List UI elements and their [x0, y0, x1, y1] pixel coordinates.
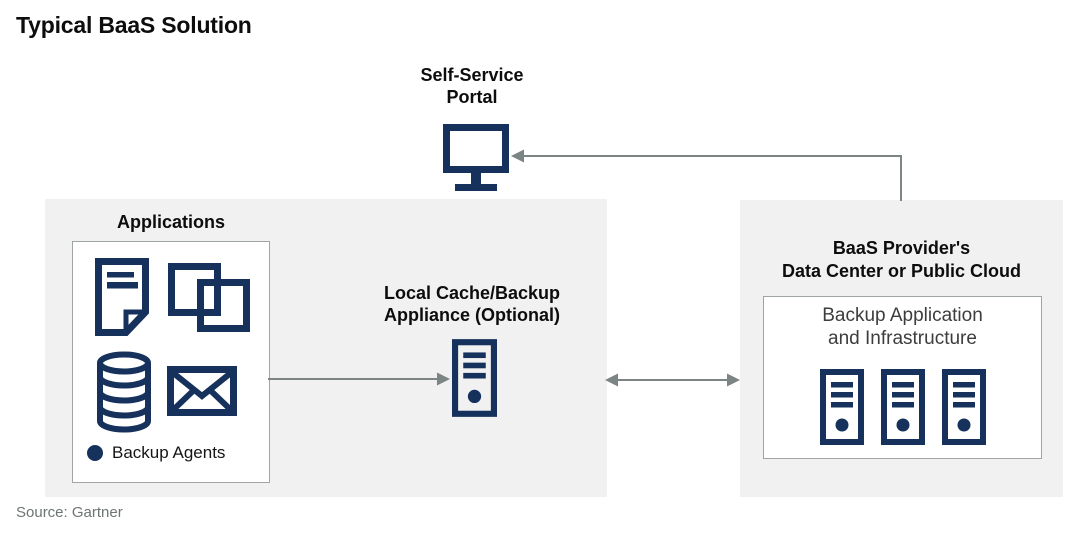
provider-label-line2: Data Center or Public Cloud [781, 261, 1022, 281]
provider-caption-line2: and Infrastructure [828, 328, 977, 349]
portal-label: Self-Service Portal [372, 64, 572, 108]
server-tower-icon [880, 369, 925, 445]
server-tower-icon [941, 369, 986, 445]
appliance-label: Local Cache/Backup Appliance (Optional) [342, 282, 602, 326]
envelope-icon [167, 366, 237, 416]
server-tower-icon [819, 369, 864, 445]
document-icon [94, 257, 150, 337]
bullet-icon [87, 445, 103, 461]
backup-agents-label: Backup Agents [112, 443, 226, 462]
portal-label-line1: Self-Service [420, 65, 524, 85]
provider-caption-line1: Backup Application [822, 305, 983, 326]
appliance-label-line2: Appliance (Optional) [383, 305, 560, 325]
applications-label: Applications [116, 212, 225, 232]
provider-label-line1: BaaS Provider's [832, 238, 971, 258]
monitor-icon [443, 124, 509, 192]
overlapping-squares-icon [168, 263, 250, 333]
provider-servers-row [763, 369, 1042, 445]
provider-inner-box [763, 296, 1042, 459]
portal-label-line2: Portal [446, 87, 498, 107]
backup-agents-row: Backup Agents [87, 443, 225, 463]
appliance-label-line1: Local Cache/Backup [383, 283, 561, 303]
source-caption: Source: Gartner [16, 504, 123, 521]
provider-label: BaaS Provider's Data Center or Public Cl… [740, 237, 1063, 283]
page-title: Typical BaaS Solution [16, 12, 252, 38]
server-tower-icon [452, 339, 497, 417]
database-icon [96, 351, 152, 433]
provider-inner-caption: Backup Application and Infrastructure [763, 304, 1042, 350]
